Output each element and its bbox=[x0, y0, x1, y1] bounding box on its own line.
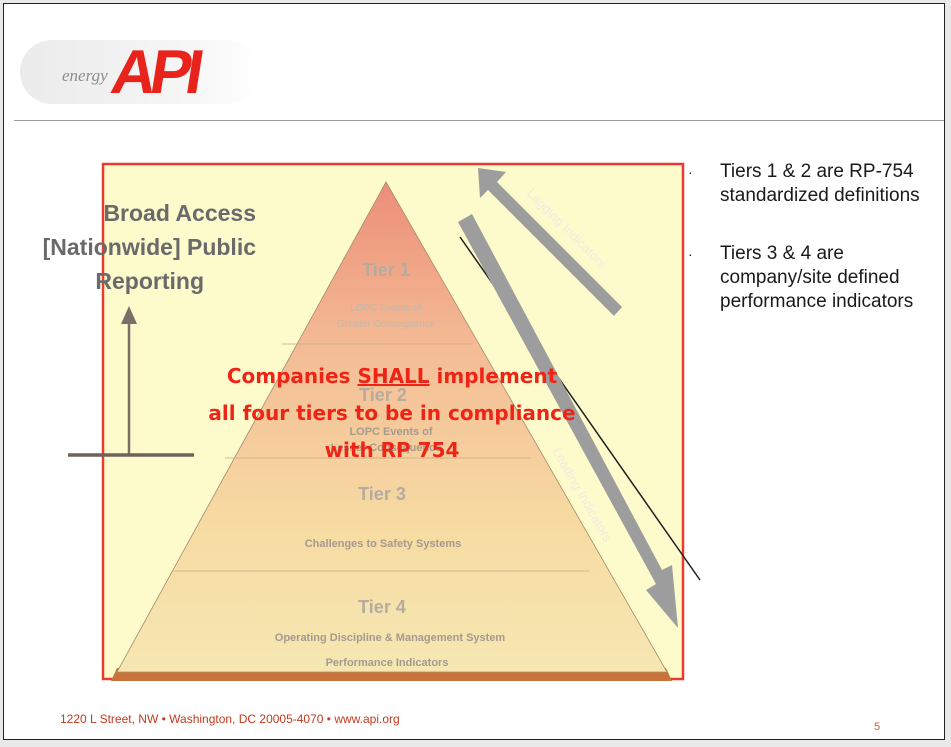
bullet-text: Tiers 3 & 4 are company/site defined per… bbox=[720, 243, 914, 312]
reporting-arrow-head bbox=[121, 306, 137, 324]
callout-text: Companies bbox=[226, 364, 358, 388]
callout-line-2: all four tiers to be in compliance bbox=[208, 401, 576, 425]
tier-4-title: Tier 4 bbox=[358, 597, 406, 617]
callout-shall: SHALL bbox=[357, 364, 430, 388]
public-reporting-label: Broad Access [Nationwide] Public Reporti… bbox=[6, 196, 256, 298]
tier-1-subtitle: LOPC Events of bbox=[350, 303, 422, 314]
callout-line-3: with RP 754 bbox=[324, 438, 460, 462]
public-reporting-line: [Nationwide] Public bbox=[42, 234, 256, 260]
callout-text: implement bbox=[429, 364, 558, 388]
tier-2-subtitle: Lesser Consequence bbox=[331, 442, 442, 454]
logo-energy-text: energy bbox=[62, 66, 108, 85]
tier-4-subtitle: Operating Discipline & Management System bbox=[275, 632, 506, 644]
public-reporting-line: Reporting bbox=[95, 268, 204, 294]
page-number: 5 bbox=[874, 721, 881, 733]
tier-1-title: Tier 1 bbox=[362, 260, 410, 280]
leading-indicators-arrow bbox=[458, 214, 678, 628]
tier-4-subtitle: Performance Indicators bbox=[326, 657, 449, 669]
pyramid bbox=[116, 181, 668, 673]
bullet-text: Tiers 1 & 2 are RP-754 standardized defi… bbox=[720, 161, 920, 206]
tier-3-title: Tier 3 bbox=[358, 484, 406, 504]
lagging-indicators-arrow bbox=[478, 168, 622, 316]
bullet-marker: · bbox=[688, 164, 693, 180]
tier-3-subtitle: Challenges to Safety Systems bbox=[305, 538, 462, 550]
compliance-callout: Companies SHALL implement all four tiers… bbox=[176, 358, 608, 469]
tier-2-title: Tier 2 bbox=[359, 385, 407, 405]
header-rule bbox=[14, 120, 944, 121]
tier-1-subtitle: Greater Consequence bbox=[337, 319, 436, 330]
bullet-item: · Tiers 3 & 4 are company/site defined p… bbox=[688, 242, 923, 314]
bullet-marker: · bbox=[688, 246, 693, 262]
bullet-item: · Tiers 1 & 2 are RP-754 standardized de… bbox=[688, 160, 923, 208]
footer-address: 1220 L Street, NW • Washington, DC 20005… bbox=[60, 712, 400, 726]
public-reporting-line: Broad Access bbox=[103, 200, 256, 226]
logo-band bbox=[20, 40, 260, 104]
tier-2-subtitle: LOPC Events of bbox=[349, 426, 432, 438]
callout-line-1: Companies SHALL implement bbox=[176, 358, 608, 395]
bullet-list: · Tiers 1 & 2 are RP-754 standardized de… bbox=[688, 160, 923, 336]
